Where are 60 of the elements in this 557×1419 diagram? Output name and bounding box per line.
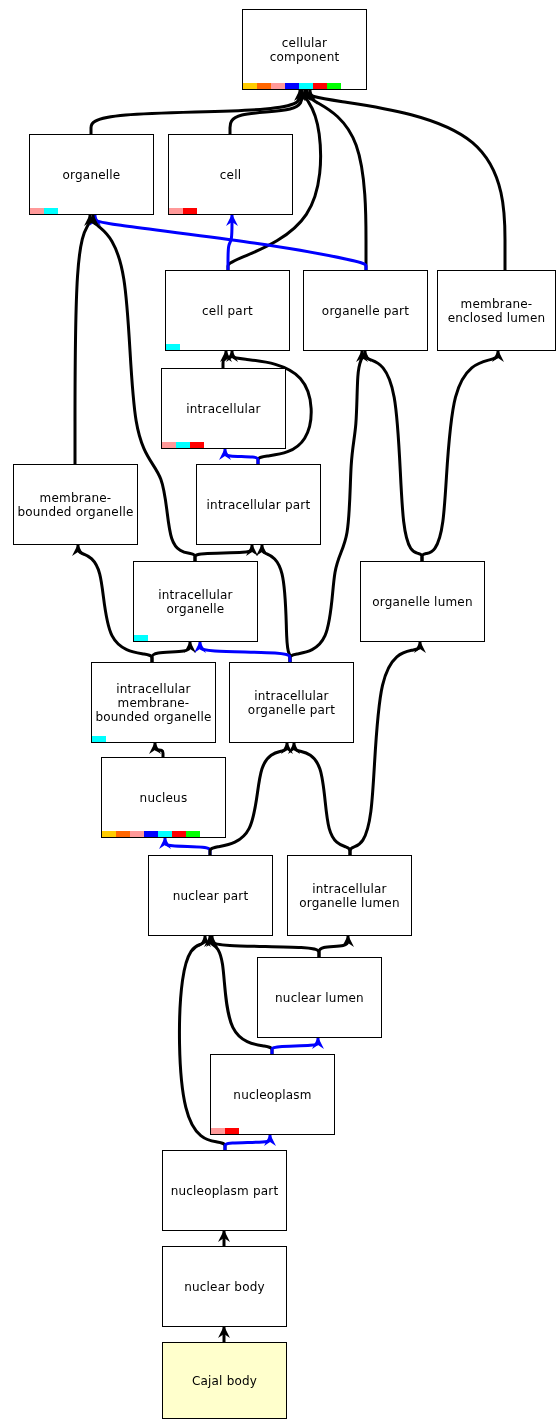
term-label: organelle part (320, 303, 411, 318)
arrow (304, 89, 507, 271)
term-label: membrane-enclosed lumen (446, 296, 547, 325)
term-label: nucleoplasm part (169, 1183, 280, 1198)
term-label: intracellular membrane-bounded organelle (94, 681, 213, 724)
arrow (208, 742, 293, 856)
term-label: intracellular (185, 401, 262, 416)
arrow (348, 641, 426, 856)
term-box (196, 464, 321, 545)
term-box (257, 957, 382, 1038)
term-box (437, 270, 556, 351)
term-box (161, 368, 286, 449)
term-box (168, 134, 293, 215)
term-box (91, 662, 216, 743)
term-box (287, 855, 412, 936)
term-box (242, 9, 367, 90)
term-label: membrane-bounded organelle (16, 490, 135, 519)
term-box (162, 1342, 287, 1419)
term-label: nucleus (138, 790, 189, 805)
arrow (218, 1230, 230, 1247)
arrow (220, 350, 232, 369)
term-box (229, 662, 354, 743)
term-box (13, 464, 138, 545)
term-box (162, 1246, 287, 1327)
arrow (89, 214, 368, 271)
term-label: nuclear lumen (274, 990, 365, 1005)
term-box (360, 561, 485, 642)
term-label: organelle lumen (371, 594, 474, 609)
arrow (193, 544, 258, 562)
arrow (150, 641, 196, 663)
term-label: intracellular organelle (157, 587, 234, 616)
term-label: intracellular organelle part (246, 688, 337, 717)
arrow (219, 448, 260, 465)
term-label: cell (218, 167, 243, 182)
term-box (165, 270, 290, 351)
term-label: nuclear part (171, 888, 250, 903)
term-label: nuclear body (183, 1279, 266, 1294)
arrow (73, 214, 96, 465)
term-label: nucleoplasm (232, 1087, 313, 1102)
term-box (162, 1150, 287, 1231)
arrow (270, 1037, 324, 1055)
arrow (317, 935, 354, 958)
term-label: cellular component (268, 35, 341, 64)
term-label: intracellular part (205, 497, 312, 512)
term-box (210, 1054, 335, 1135)
arrow (226, 214, 238, 271)
term-box (29, 134, 154, 215)
arrow (194, 641, 292, 663)
term-box (303, 270, 428, 351)
arrow (420, 350, 504, 562)
term-label: organelle (61, 167, 122, 182)
arrow (149, 742, 165, 758)
term-box (133, 561, 258, 642)
term-box (101, 757, 226, 838)
arrow (223, 1134, 276, 1151)
arrow (218, 1326, 230, 1343)
term-label: intracellular organelle lumen (298, 881, 401, 910)
term-box (148, 855, 273, 936)
term-label: Cajal body (190, 1373, 259, 1388)
term-label: cell part (201, 303, 254, 318)
